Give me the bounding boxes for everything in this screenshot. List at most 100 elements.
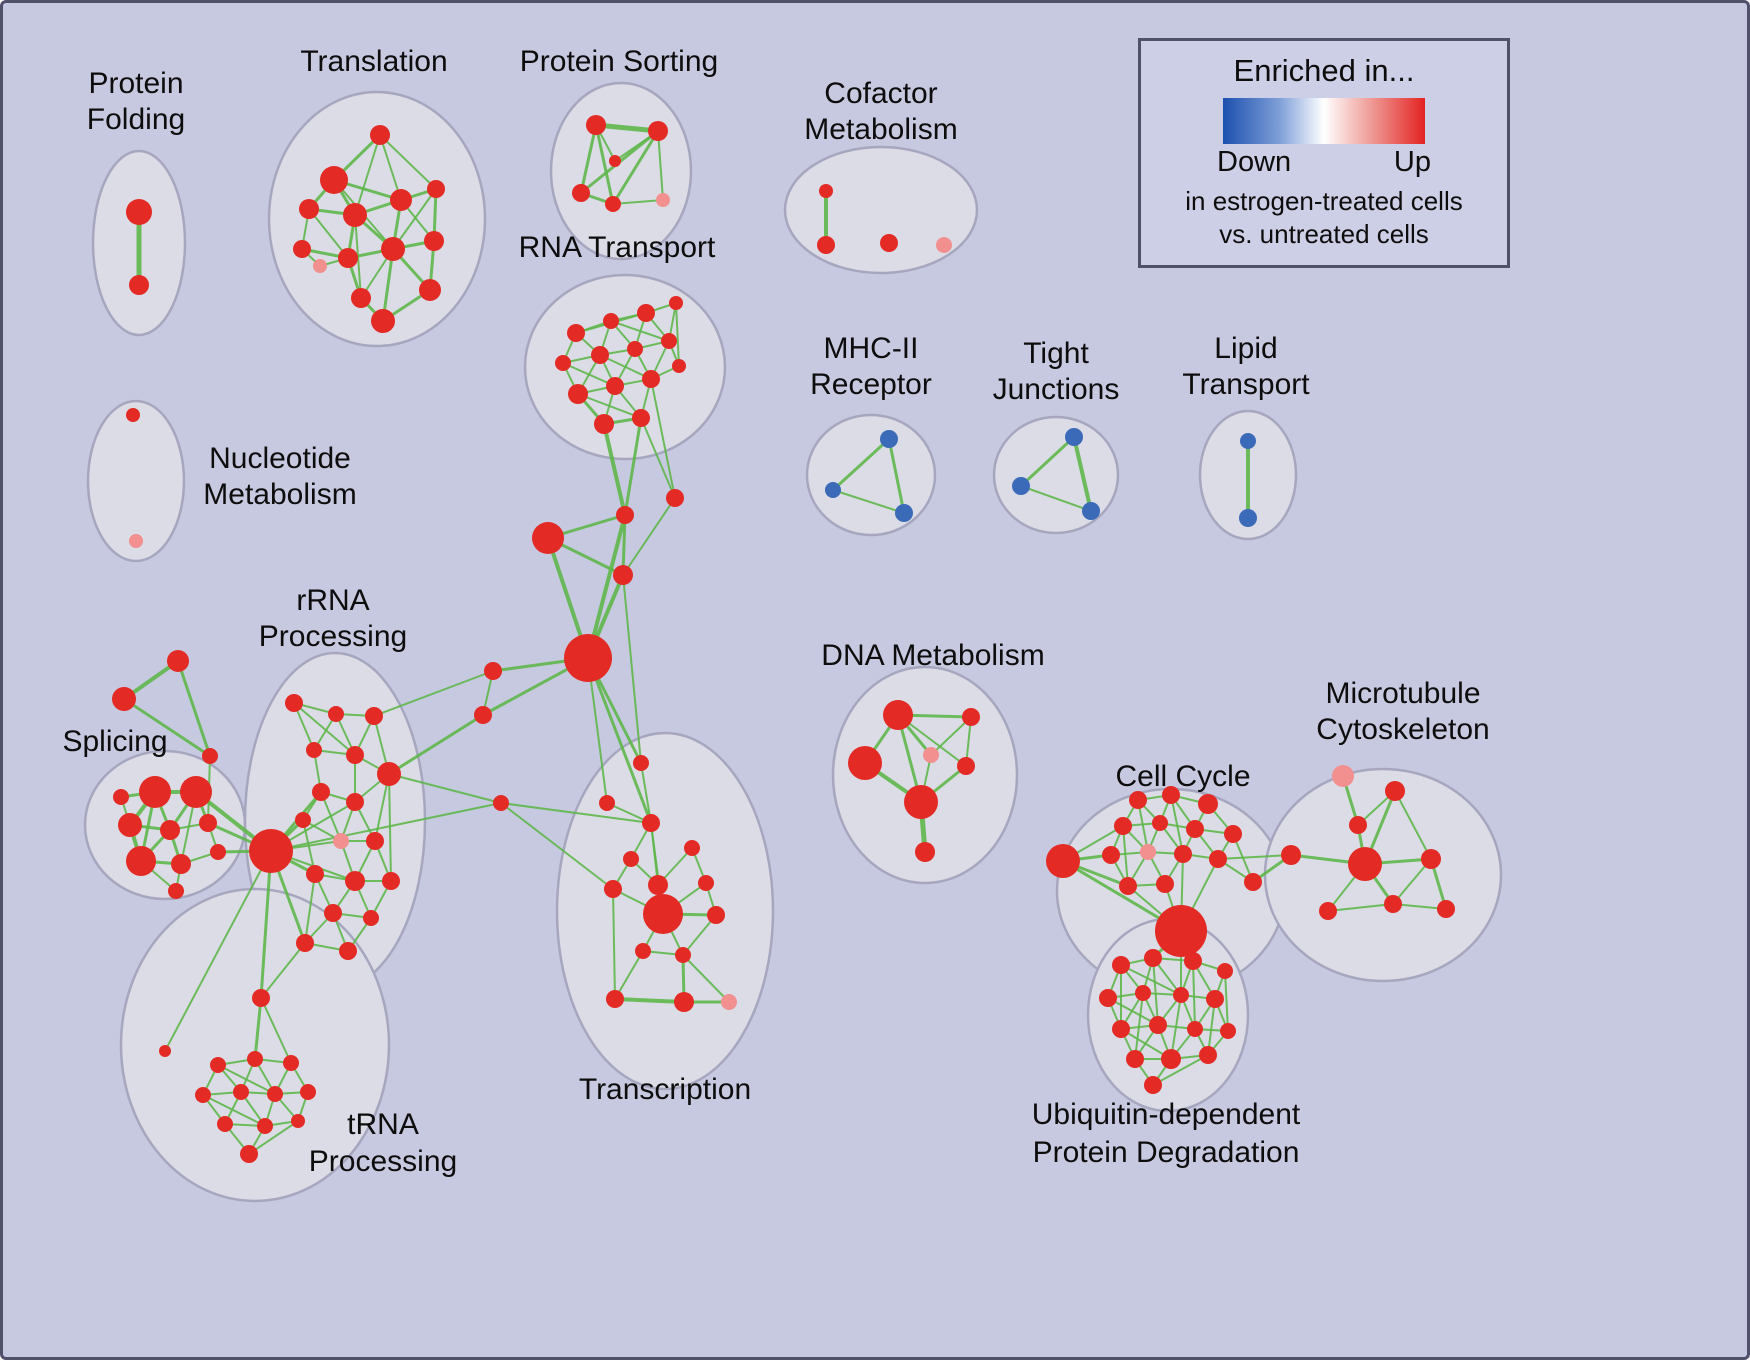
gene-set-node-rt2 <box>603 313 619 329</box>
gene-set-node-cc4 <box>1198 794 1218 814</box>
gene-set-node-dm5 <box>957 757 975 775</box>
gene-set-node-ps5 <box>656 193 670 207</box>
edge-ps1-ps3 <box>579 123 598 195</box>
gene-set-node-rt7 <box>627 341 643 357</box>
edge-t9-t13 <box>381 247 395 323</box>
gene-set-node-u4 <box>1217 963 1233 979</box>
gene-set-node-rr15 <box>324 904 342 922</box>
edge-t2-t4 <box>354 134 381 216</box>
gene-set-node-rt3 <box>637 304 655 322</box>
edge-cn7-rr6 <box>387 713 485 776</box>
legend-scale-labels: Down Up <box>1217 146 1431 179</box>
gene-set-node-cc8 <box>1224 825 1242 843</box>
cluster-label-nucleotide-metabolism-line2: Metabolism <box>203 478 356 511</box>
edge-u2-u10 <box>1152 957 1159 1026</box>
edge-cn8-tc6 <box>500 802 614 890</box>
gene-set-node-t2 <box>370 125 390 145</box>
edge-u3-u11 <box>1192 960 1196 1030</box>
gene-set-node-mh3 <box>895 504 913 522</box>
edge-tc11-tc13 <box>614 950 644 1000</box>
gene-set-node-dm7 <box>915 842 935 862</box>
edge-t2-t6 <box>379 134 437 190</box>
gene-set-node-sp9 <box>113 789 129 805</box>
edge-rr17-tr1 <box>260 942 306 999</box>
gene-set-node-tc2 <box>599 795 615 811</box>
edge-rt11-cn3 <box>650 378 676 499</box>
edge-cn5-tc2 <box>587 657 608 804</box>
edge-u15-u16 <box>1152 1054 1209 1086</box>
edge-tc12-tc15 <box>682 954 730 1003</box>
gene-set-node-u1 <box>1112 956 1130 974</box>
gene-set-node-tc14 <box>674 992 694 1012</box>
cluster-label-mhc-ii-receptor-line1: MHC-II <box>824 332 919 365</box>
edge-tc13-tc14 <box>613 997 686 1004</box>
edge-dm2-dm4 <box>930 716 972 756</box>
cluster-ellipse-tight-junctions <box>992 415 1120 535</box>
gene-set-node-t7 <box>293 240 311 258</box>
gene-set-node-sp2 <box>180 776 212 808</box>
gene-set-node-rt4 <box>669 296 683 310</box>
gene-set-node-cn7 <box>474 706 492 724</box>
gene-set-node-sp10 <box>168 883 184 899</box>
gene-set-node-x1 <box>167 650 189 672</box>
edge-cc12-mt4 <box>1217 854 1292 860</box>
cluster-label-trna-processing-line1: tRNA <box>347 1108 419 1141</box>
gene-set-node-u5 <box>1099 989 1117 1007</box>
gene-set-node-rr6 <box>377 762 401 786</box>
gene-set-node-rt5 <box>555 355 571 371</box>
gene-set-node-x2 <box>112 687 136 711</box>
gene-set-node-rr7 <box>312 783 330 801</box>
gene-set-node-rr17 <box>296 934 314 952</box>
gene-set-node-mh1 <box>880 430 898 448</box>
cluster-label-trna-processing-line2: Processing <box>309 1145 457 1178</box>
gene-set-node-sp1 <box>139 776 171 808</box>
gene-set-node-ps2 <box>648 121 668 141</box>
edge-x2-x3 <box>122 697 212 758</box>
gene-set-node-t8 <box>338 248 358 268</box>
gene-set-node-tc6 <box>604 880 622 898</box>
gene-set-node-cn3 <box>666 489 684 507</box>
gene-set-node-cc12 <box>1209 850 1227 868</box>
gene-set-node-tr4 <box>283 1055 299 1071</box>
gene-set-node-mt9 <box>1437 900 1455 918</box>
edge-cn2-cn4 <box>621 513 627 577</box>
gene-set-node-rr16 <box>363 910 379 926</box>
gene-set-node-dm6 <box>904 785 938 819</box>
gene-set-node-ps6 <box>609 155 621 167</box>
gene-set-node-rr3 <box>365 707 383 725</box>
edge-tr2-tr7 <box>217 1064 276 1095</box>
gene-set-node-tc15 <box>721 994 737 1010</box>
edge-x1-x3 <box>176 659 212 758</box>
gene-set-node-mt2 <box>1385 781 1405 801</box>
gene-set-node-x3 <box>202 748 218 764</box>
gene-set-node-rrhub <box>249 829 293 873</box>
gene-set-node-rt8 <box>661 333 677 349</box>
gene-set-node-pf1 <box>126 199 152 225</box>
gene-set-node-cn5 <box>564 634 612 682</box>
cluster-label-mhc-ii-receptor-line2: Receptor <box>810 368 932 401</box>
edge-ps1-ps4 <box>594 123 615 206</box>
gene-set-node-rr1 <box>285 694 303 712</box>
gene-set-node-cn6 <box>484 662 502 680</box>
edge-rt12-cn2 <box>602 422 627 517</box>
gene-set-node-u15 <box>1199 1046 1217 1064</box>
gene-set-node-rr11 <box>366 832 384 850</box>
gene-set-node-tr2 <box>210 1057 226 1073</box>
gene-set-node-sp4 <box>160 820 180 840</box>
edge-tc1-cn4 <box>622 574 642 764</box>
cluster-label-cofactor-metabolism-line2: Metabolism <box>804 113 957 146</box>
gene-set-node-cf3 <box>880 234 898 252</box>
gene-set-node-cc14 <box>1156 875 1174 893</box>
edge-ps1-ps2 <box>593 122 661 134</box>
gene-set-node-rr2 <box>328 706 344 722</box>
gene-set-node-dm1 <box>883 700 913 730</box>
cluster-label-microtubule-cytoskeleton-line2: Cytoskeleton <box>1316 713 1489 746</box>
gene-set-node-t14 <box>419 279 441 301</box>
gene-set-node-sp5 <box>199 814 217 832</box>
gene-set-node-cn8 <box>493 795 509 811</box>
cluster-label-protein-sorting-line1: Protein Sorting <box>520 45 718 78</box>
gene-set-node-dm3 <box>848 746 882 780</box>
gene-set-node-cn4 <box>613 565 633 585</box>
